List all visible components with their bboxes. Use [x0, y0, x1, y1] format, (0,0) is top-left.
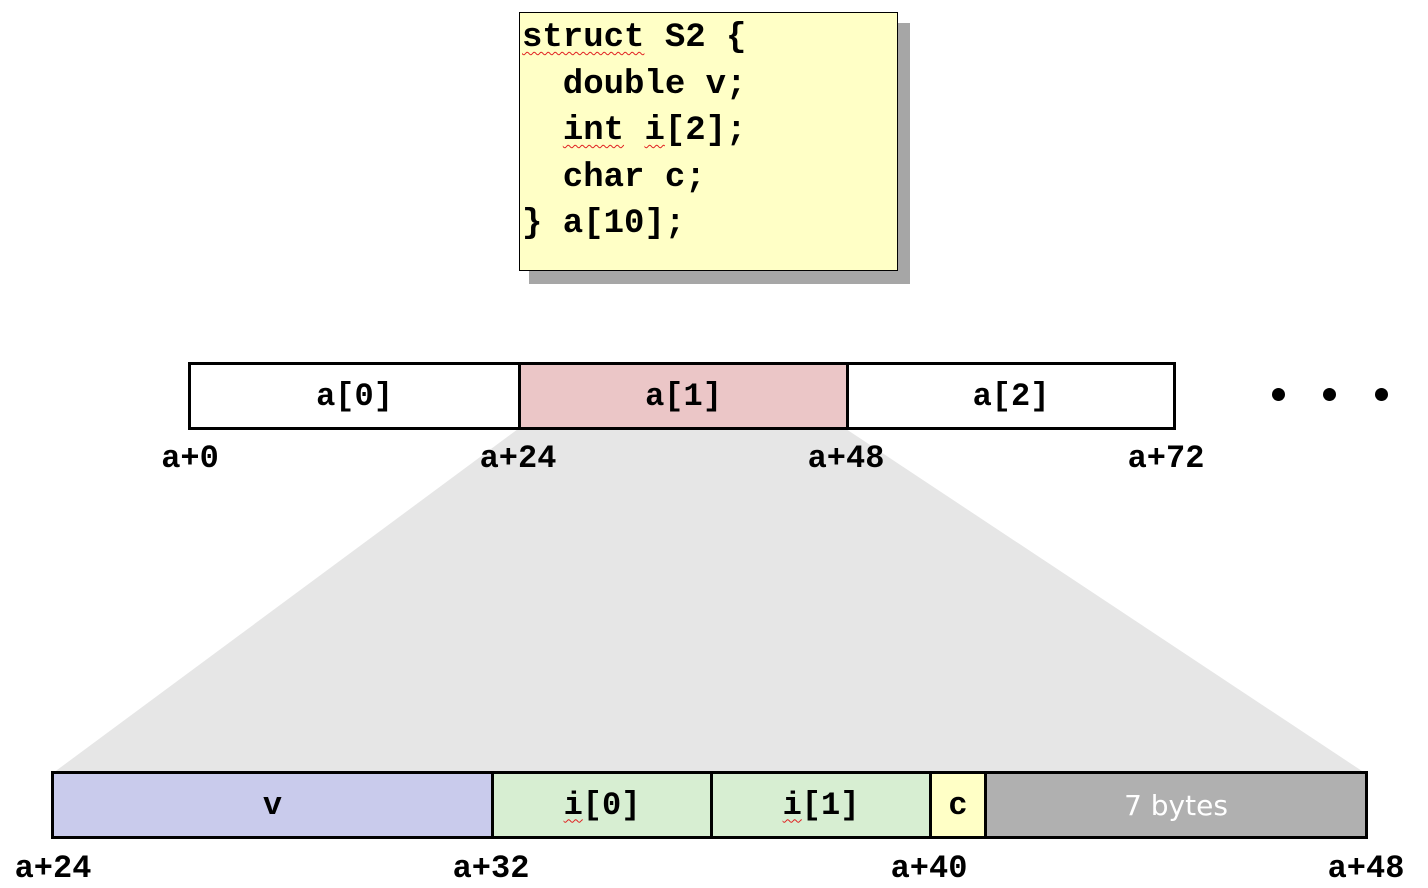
field-i0: i[0] — [491, 771, 713, 839]
array-cell-a2: a[2] — [846, 362, 1176, 430]
code-line-5: } a[10]; — [522, 205, 686, 243]
array-offset-label: a+72 — [1127, 440, 1205, 477]
ellipsis-dot — [1272, 388, 1285, 401]
field-v: v — [51, 771, 494, 839]
field-i1-index: [1] — [801, 786, 860, 824]
field-c: c — [929, 771, 987, 839]
field-i0-index: [0] — [582, 786, 641, 824]
code-line-4: char c; — [522, 158, 706, 197]
struct-definition-box: struct S2 { double v; int i[2]; char c; … — [519, 12, 898, 271]
field-i1-name: i — [782, 786, 802, 824]
code-line-3: [2]; — [664, 112, 747, 150]
code-member-i: i — [644, 112, 665, 150]
layout-offset-label: a+24 — [14, 850, 92, 887]
ellipsis-dot — [1323, 388, 1336, 401]
code-line-2: double v; — [522, 65, 747, 104]
layout-offset-label: a+40 — [890, 850, 968, 887]
padding-bytes: 7 bytes — [984, 771, 1368, 839]
layout-offset-label: a+32 — [452, 850, 530, 887]
array-cell-a0: a[0] — [188, 362, 521, 430]
array-offset-label: a+24 — [479, 440, 557, 477]
array-offset-label: a+0 — [161, 440, 219, 477]
code-keyword-int: int — [562, 112, 625, 150]
array-offset-label: a+48 — [807, 440, 885, 477]
code-line-1: S2 { — [644, 19, 747, 57]
field-i1: i[1] — [710, 771, 932, 839]
code-keyword-struct: struct — [522, 19, 645, 57]
field-i0-name: i — [563, 786, 583, 824]
struct-code: struct S2 { double v; int i[2]; char c; … — [520, 13, 897, 248]
ellipsis-dot — [1375, 388, 1388, 401]
array-cell-a1: a[1] — [518, 362, 849, 430]
layout-offset-label: a+48 — [1327, 850, 1405, 887]
